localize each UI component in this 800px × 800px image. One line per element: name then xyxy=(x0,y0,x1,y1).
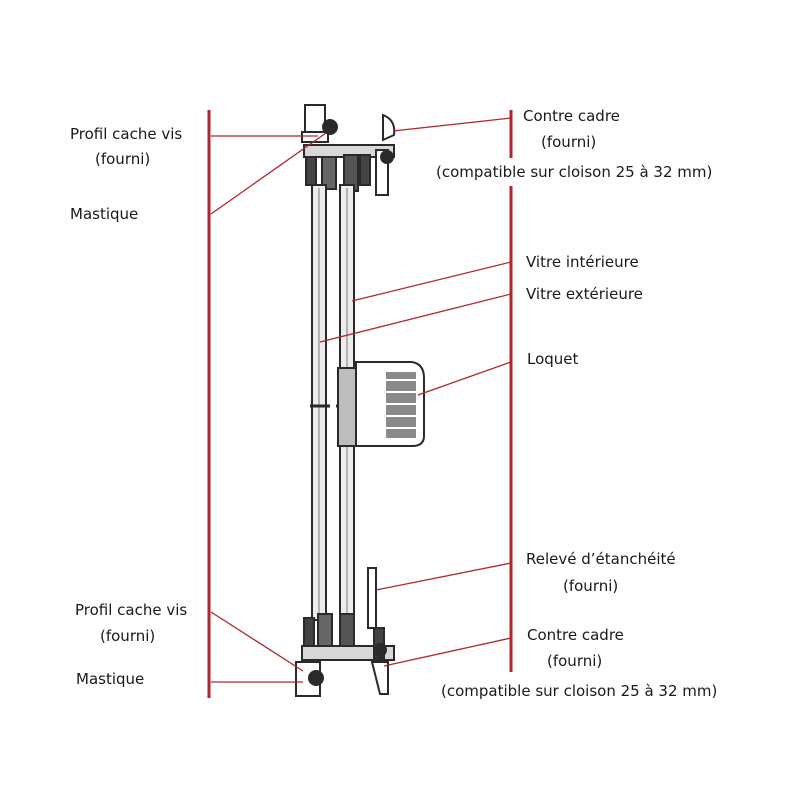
loquet-latch xyxy=(337,361,425,447)
label-vitre-interieure: Vitre intérieure xyxy=(526,253,639,271)
label-mastique-bottom: Mastique xyxy=(76,670,145,688)
leader-mastique-top xyxy=(210,132,327,215)
label-mastique-top: Mastique xyxy=(70,205,139,223)
label-profil-cache-vis-top: Profil cache vis xyxy=(70,125,183,143)
label-contre-cadre-bottom-fourni: (fourni) xyxy=(547,652,603,670)
leader-vitre-ext xyxy=(319,293,512,343)
label-releve-etancheite-fourni: (fourni) xyxy=(563,577,619,595)
label-profil-cache-vis-bottom-fourni: (fourni) xyxy=(100,627,156,645)
leader-contre-top xyxy=(392,117,512,132)
label-profil-cache-vis-top-fourni: (fourni) xyxy=(95,150,151,168)
label-vitre-exterieure: Vitre extérieure xyxy=(526,285,643,303)
label-loquet: Loquet xyxy=(527,350,579,368)
leader-profil-bot xyxy=(210,611,304,672)
label-releve-etancheite: Relevé d’étanchéité xyxy=(526,550,676,568)
label-contre-cadre-top-fourni: (fourni) xyxy=(541,133,597,151)
leader-releve xyxy=(375,562,512,591)
label-contre-cadre-top: Contre cadre xyxy=(523,107,620,125)
leader-loquet xyxy=(417,361,512,396)
label-compat-bottom: (compatible sur cloison 25 à 32 mm) xyxy=(441,682,718,700)
label-compat-top: (compatible sur cloison 25 à 32 mm) xyxy=(436,163,713,181)
label-profil-cache-vis-bottom: Profil cache vis xyxy=(75,601,188,619)
leader-vitre-int xyxy=(351,261,512,302)
bottom-frame-assembly xyxy=(295,567,395,697)
leader-lines xyxy=(210,117,512,683)
label-contre-cadre-bottom: Contre cadre xyxy=(527,626,624,644)
top-frame-assembly xyxy=(301,104,396,196)
leader-contre-bot xyxy=(383,637,512,667)
